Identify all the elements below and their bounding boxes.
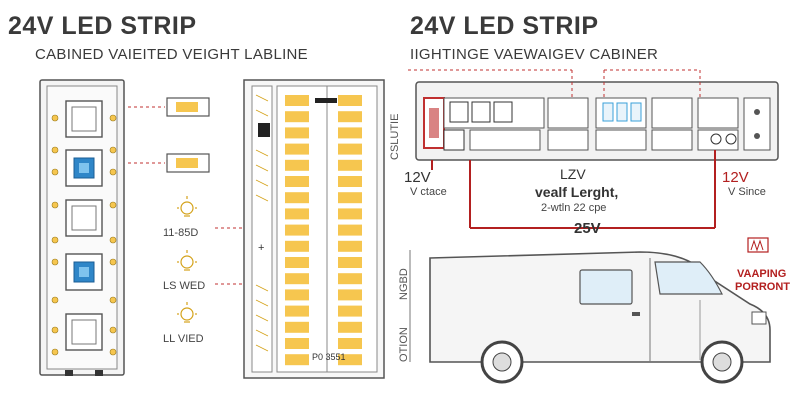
warning-line1: VAAPING xyxy=(737,268,787,280)
led-cells xyxy=(285,95,362,366)
cabinet-leaders xyxy=(408,69,701,98)
led-cell xyxy=(338,143,362,155)
led-strip-cabinet xyxy=(243,79,385,379)
leader-lines xyxy=(128,106,165,164)
label-2: LS WED xyxy=(163,280,206,292)
bulb-icon-3 xyxy=(177,302,197,323)
led-cell xyxy=(338,111,362,123)
switch-module-5 xyxy=(65,313,103,351)
strip-wiring xyxy=(255,94,269,352)
led-cell xyxy=(338,208,362,220)
cabinet-panel xyxy=(39,79,125,376)
led-cell xyxy=(285,143,309,155)
switch-module-4 xyxy=(65,253,103,291)
bottom-voltage: 25V xyxy=(574,220,601,237)
left-voltage: 12V xyxy=(404,169,431,186)
switch-module-2 xyxy=(65,149,103,187)
led-cell xyxy=(285,240,309,252)
van-illustration xyxy=(409,250,771,384)
bulb-icon-2 xyxy=(177,250,197,271)
led-cell xyxy=(338,305,362,317)
switch-module-3 xyxy=(65,199,103,237)
led-cell xyxy=(338,321,362,333)
led-cell xyxy=(285,127,309,139)
cabinet-bar xyxy=(415,81,779,161)
led-cell xyxy=(285,321,309,333)
led-cell xyxy=(338,273,362,285)
led-cell xyxy=(338,289,362,301)
bulb-icon-1 xyxy=(177,196,197,217)
led-cell xyxy=(338,224,362,236)
strip-leaders xyxy=(215,227,244,285)
right-subtitle: IIGHTINGE VAEWAIGEV CABINER xyxy=(410,46,659,63)
cabinet-side-label: CSLUTIE xyxy=(389,113,401,160)
left-voltage-sub: V ctace xyxy=(410,186,447,198)
led-cell xyxy=(338,127,362,139)
label-3: LL VIED xyxy=(163,333,204,345)
center-line1: vealf Lerght, xyxy=(535,184,619,200)
panel-screws xyxy=(51,114,117,356)
led-cell xyxy=(285,289,309,301)
left-title: 24V LED STRIP xyxy=(8,12,197,40)
warning-icon xyxy=(747,237,769,253)
led-cell xyxy=(338,176,362,187)
led-cell xyxy=(285,305,309,317)
led-cell xyxy=(285,176,309,187)
switch-module-1 xyxy=(65,100,103,138)
center-line2: 2-wtln 22 cpe xyxy=(541,202,607,214)
led-cell xyxy=(285,95,309,106)
left-subtitle: CABINED VAIEITED VEIGHT LABLINE xyxy=(35,46,308,63)
led-cell xyxy=(285,338,309,349)
right-voltage-sub: V Since xyxy=(728,186,766,198)
led-cell xyxy=(338,338,362,349)
led-connector-icon-1 xyxy=(166,97,210,117)
led-cell xyxy=(338,95,362,106)
van-side-label-1: NGBD xyxy=(398,268,410,300)
plus-mark: + xyxy=(258,242,265,254)
center-voltage: LZV xyxy=(560,166,586,182)
led-cell xyxy=(285,111,309,123)
led-cell xyxy=(285,159,309,171)
led-cell xyxy=(285,224,309,236)
led-cell xyxy=(338,192,362,204)
led-cell xyxy=(338,240,362,252)
van-side-label-2: OTION xyxy=(398,327,410,362)
led-cell xyxy=(285,208,309,220)
warning-line2: PORRONT xyxy=(735,281,790,293)
right-title: 24V LED STRIP xyxy=(410,12,599,40)
led-cell xyxy=(285,257,309,268)
label-1: 11-85D xyxy=(163,227,199,239)
strip-tag: P0 3551 xyxy=(312,352,346,362)
red-wiring xyxy=(431,150,716,229)
led-cell xyxy=(285,192,309,204)
led-cell xyxy=(338,354,362,366)
right-voltage: 12V xyxy=(722,169,749,186)
led-cell xyxy=(338,159,362,171)
led-cell xyxy=(285,354,309,366)
led-cell xyxy=(285,273,309,285)
led-cell xyxy=(338,257,362,268)
led-connector-icon-2 xyxy=(166,153,210,173)
